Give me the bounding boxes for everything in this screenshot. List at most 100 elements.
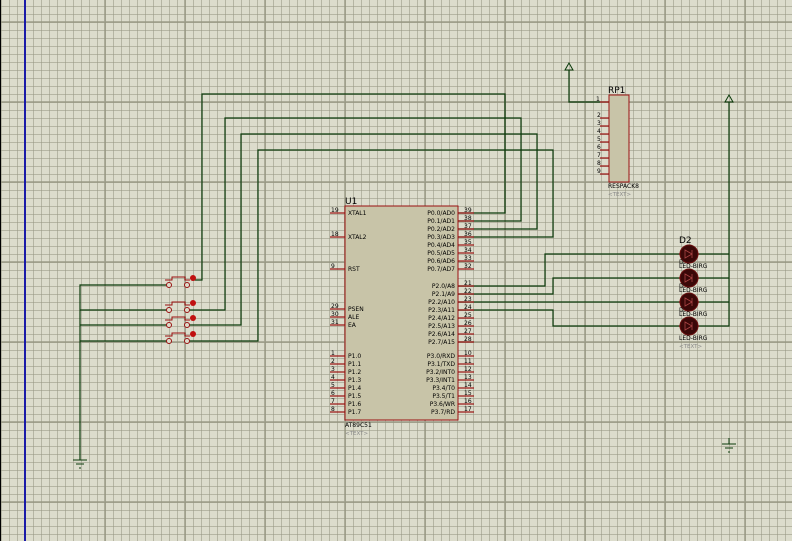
pin-label: P3.6/WR	[430, 401, 455, 408]
pin-label: P3.3/INT1	[426, 377, 455, 384]
pin-number: 1	[331, 350, 335, 357]
wire-p00[interactable]	[192, 93, 506, 281]
wire-p23[interactable]	[458, 309, 681, 327]
power-terminal-rp1[interactable]	[564, 61, 574, 71]
pin-number: 11	[464, 358, 472, 365]
pin-label: P2.0/A8	[432, 283, 455, 290]
pin-number: 9	[331, 263, 335, 270]
pin-number: 28	[464, 336, 472, 343]
rp1-pin-2[interactable]: 2	[597, 112, 609, 119]
pin-label: PSEN	[348, 306, 364, 313]
wire-p03[interactable]	[187, 149, 554, 342]
button-state-indicator[interactable]	[190, 300, 196, 306]
rp1-pin-1[interactable]: 1	[596, 96, 609, 103]
pin-label: P2.6/A14	[428, 331, 455, 338]
pin-number: 8	[331, 406, 335, 413]
led-icon	[684, 273, 693, 283]
wire-p02[interactable]	[187, 133, 538, 326]
wire-vcc-right[interactable]	[697, 102, 730, 327]
wire-p01[interactable]	[187, 117, 522, 311]
rp1-pin-7[interactable]: 7	[597, 152, 609, 159]
wire-p20[interactable]	[458, 253, 681, 287]
push-button[interactable]	[165, 331, 196, 344]
pin-number: 2	[597, 112, 601, 119]
rp1-pin-4[interactable]: 4	[597, 128, 609, 135]
push-button-group[interactable]	[165, 275, 196, 344]
rp1-pin-8[interactable]: 8	[597, 160, 609, 167]
power-terminal-led[interactable]	[724, 93, 734, 103]
ground-terminal-right[interactable]	[722, 438, 736, 453]
push-button[interactable]	[165, 300, 196, 313]
button-state-indicator[interactable]	[190, 315, 196, 321]
rp1-pin-9[interactable]: 9	[597, 168, 609, 175]
pin-label: P3.2/INT0	[426, 369, 455, 376]
wire-rp1-power[interactable]	[568, 70, 600, 103]
led-icon	[684, 297, 693, 307]
pin-label: P1.5	[348, 393, 361, 400]
pin-number: 26	[464, 320, 472, 327]
rp1-pin-6[interactable]: 6	[597, 144, 609, 151]
pin-number: 7	[597, 152, 601, 159]
wire-gnd-left[interactable]	[79, 284, 168, 460]
rp1-pin-5[interactable]: 5	[597, 136, 609, 143]
wire-p21[interactable]	[458, 277, 681, 295]
push-button[interactable]	[165, 315, 196, 328]
wires	[79, 70, 730, 460]
button-state-indicator[interactable]	[190, 331, 196, 337]
ground-terminal-left[interactable]	[73, 459, 87, 469]
led-diode[interactable]: LED-BIRG	[679, 316, 708, 342]
pin-label: P3.4/T0	[432, 385, 455, 392]
rp1-pin-3[interactable]: 3	[597, 120, 609, 127]
pin-label: P0.0/AD0	[427, 210, 455, 217]
push-button[interactable]	[165, 275, 196, 288]
led-ref: D	[679, 283, 684, 290]
u1-text: <TEXT>	[345, 431, 368, 437]
button-state-indicator[interactable]	[190, 275, 196, 281]
